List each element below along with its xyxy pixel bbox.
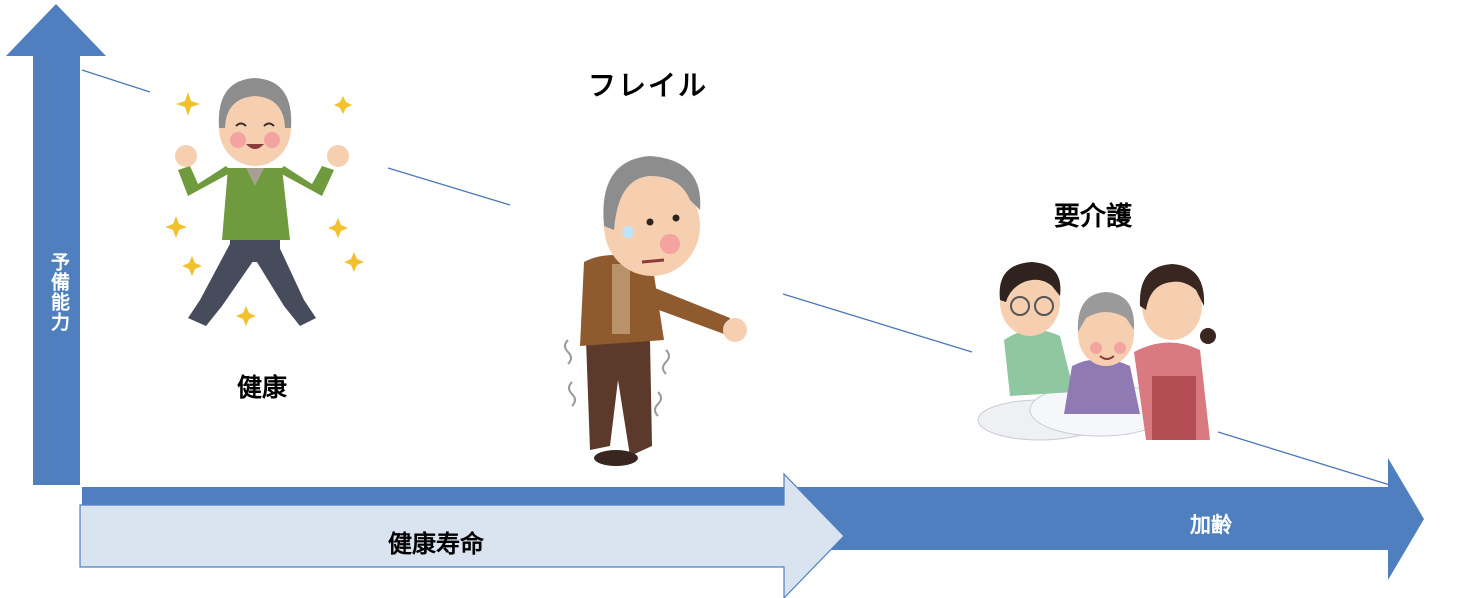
- healthy-elderly-man-icon: [165, 78, 364, 326]
- caregiving-family-icon: [977, 262, 1216, 441]
- decline-line: [81, 69, 1391, 486]
- y-axis-arrow: [6, 4, 106, 485]
- x-axis-label: 加齢: [1190, 513, 1232, 537]
- healthy-lifespan-label: 健康寿命: [388, 530, 484, 558]
- stage-label-care: 要介護: [1054, 202, 1133, 232]
- y-axis-label: 予備能力: [48, 252, 70, 332]
- frail-elderly-man-icon: [564, 156, 747, 466]
- healthy-lifespan-arrow: [79, 472, 845, 598]
- stage-label-healthy: 健康: [237, 373, 288, 402]
- stage-label-frailty: フレイル: [588, 69, 709, 102]
